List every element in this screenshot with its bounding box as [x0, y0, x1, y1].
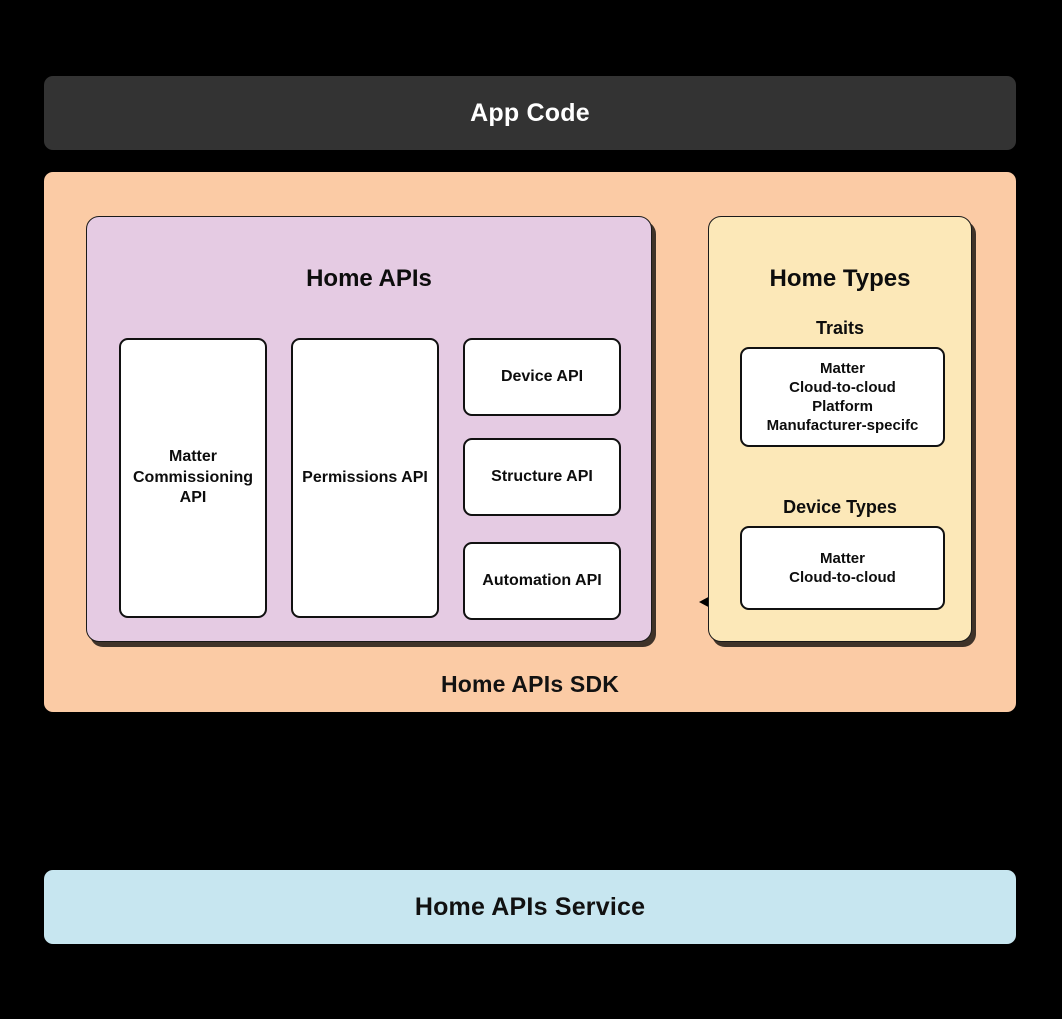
home-apis-service-label: Home APIs Service: [414, 892, 646, 921]
traits-heading: Traits: [815, 318, 865, 338]
home-apis-sdk-label: Home APIs SDK: [440, 671, 620, 697]
app-code-label: App Code: [470, 98, 590, 127]
card-permissions-api-label: Permissions API: [302, 468, 428, 486]
card-automation-api-label: Automation API: [482, 571, 602, 589]
home-apis-title: Home APIs: [306, 265, 432, 292]
device-types-heading: Device Types: [783, 497, 897, 517]
home-types-title: Home Types: [769, 265, 911, 292]
home-apis-service-block: Home APIs Service: [44, 870, 1016, 944]
card-structure-api-label: Structure API: [491, 467, 593, 485]
card-device-api-label: Device API: [500, 367, 584, 385]
card-permissions-api: Permissions API: [291, 338, 439, 618]
app-code-block: App Code: [44, 76, 1016, 150]
card-automation-api: Automation API: [463, 542, 621, 620]
card-device-api: Device API: [463, 338, 621, 416]
card-structure-api: Structure API: [463, 438, 621, 516]
